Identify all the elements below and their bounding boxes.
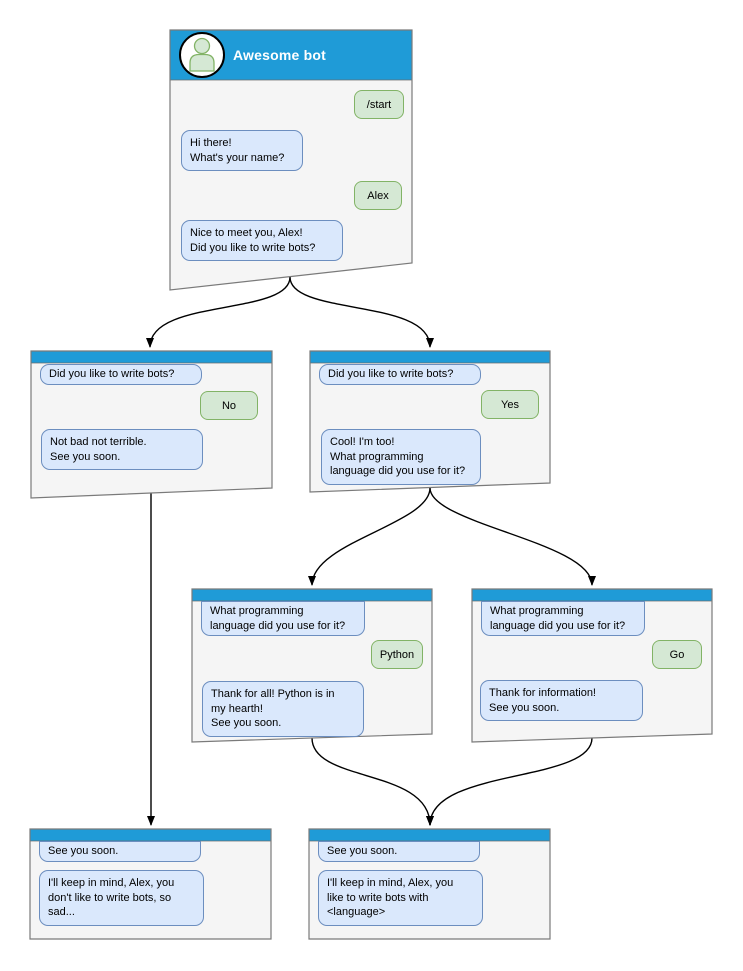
bot-message-bubble-endyes-question: See you soon. — [318, 841, 480, 862]
bot-message-bubble-question-yes: Did you like to write bots? — [319, 364, 481, 385]
python-window-header — [192, 589, 432, 601]
end-yes-window-header — [309, 829, 550, 841]
user-message-bubble-name: Alex — [354, 181, 402, 210]
bot-message-bubble-greeting: Hi there! What's your name? — [181, 130, 303, 171]
end-no-window-header — [30, 829, 271, 841]
go-window-header — [472, 589, 712, 601]
user-message-bubble-start: /start — [354, 90, 404, 119]
user-message-bubble-go: Go — [652, 640, 702, 669]
yes-window-header — [310, 351, 550, 363]
edge-start-to-no — [146, 276, 291, 348]
bot-message-bubble-reply-python: Thank for all! Python is in my hearth! S… — [202, 681, 364, 737]
bot-message-bubble-meet: Nice to meet you, Alex! Did you like to … — [181, 220, 343, 261]
user-message-bubble-no: No — [200, 391, 258, 420]
bot-message-bubble-endno-reply: I'll keep in mind, Alex, you don't like … — [39, 870, 204, 926]
edge-start-to-yes — [289, 276, 434, 348]
edge-python-to-end — [311, 737, 434, 826]
bot-message-bubble-question-python: What programming language did you use fo… — [201, 601, 365, 636]
bot-message-bubble-endno-question: See you soon. — [39, 841, 201, 862]
edge-yes-to-python — [308, 487, 431, 586]
main-window-title: Awesome bot — [233, 47, 326, 63]
bot-message-bubble-question-go: What programming language did you use fo… — [481, 601, 645, 636]
bot-message-bubble-reply-yes: Cool! I'm too! What programming language… — [321, 429, 481, 485]
bot-avatar-icon — [179, 32, 225, 78]
user-message-bubble-yes: Yes — [481, 390, 539, 419]
bot-message-bubble-reply-no: Not bad not terrible. See you soon. — [41, 429, 203, 470]
bot-message-bubble-reply-go: Thank for information! See you soon. — [480, 680, 643, 721]
no-window-header — [31, 351, 272, 363]
user-message-bubble-python: Python — [371, 640, 423, 669]
edge-go-to-end — [426, 737, 593, 826]
edge-yes-to-go — [429, 487, 596, 586]
bot-message-bubble-question-no: Did you like to write bots? — [40, 364, 202, 385]
bot-message-bubble-endyes-reply: I'll keep in mind, Alex, you like to wri… — [318, 870, 483, 926]
